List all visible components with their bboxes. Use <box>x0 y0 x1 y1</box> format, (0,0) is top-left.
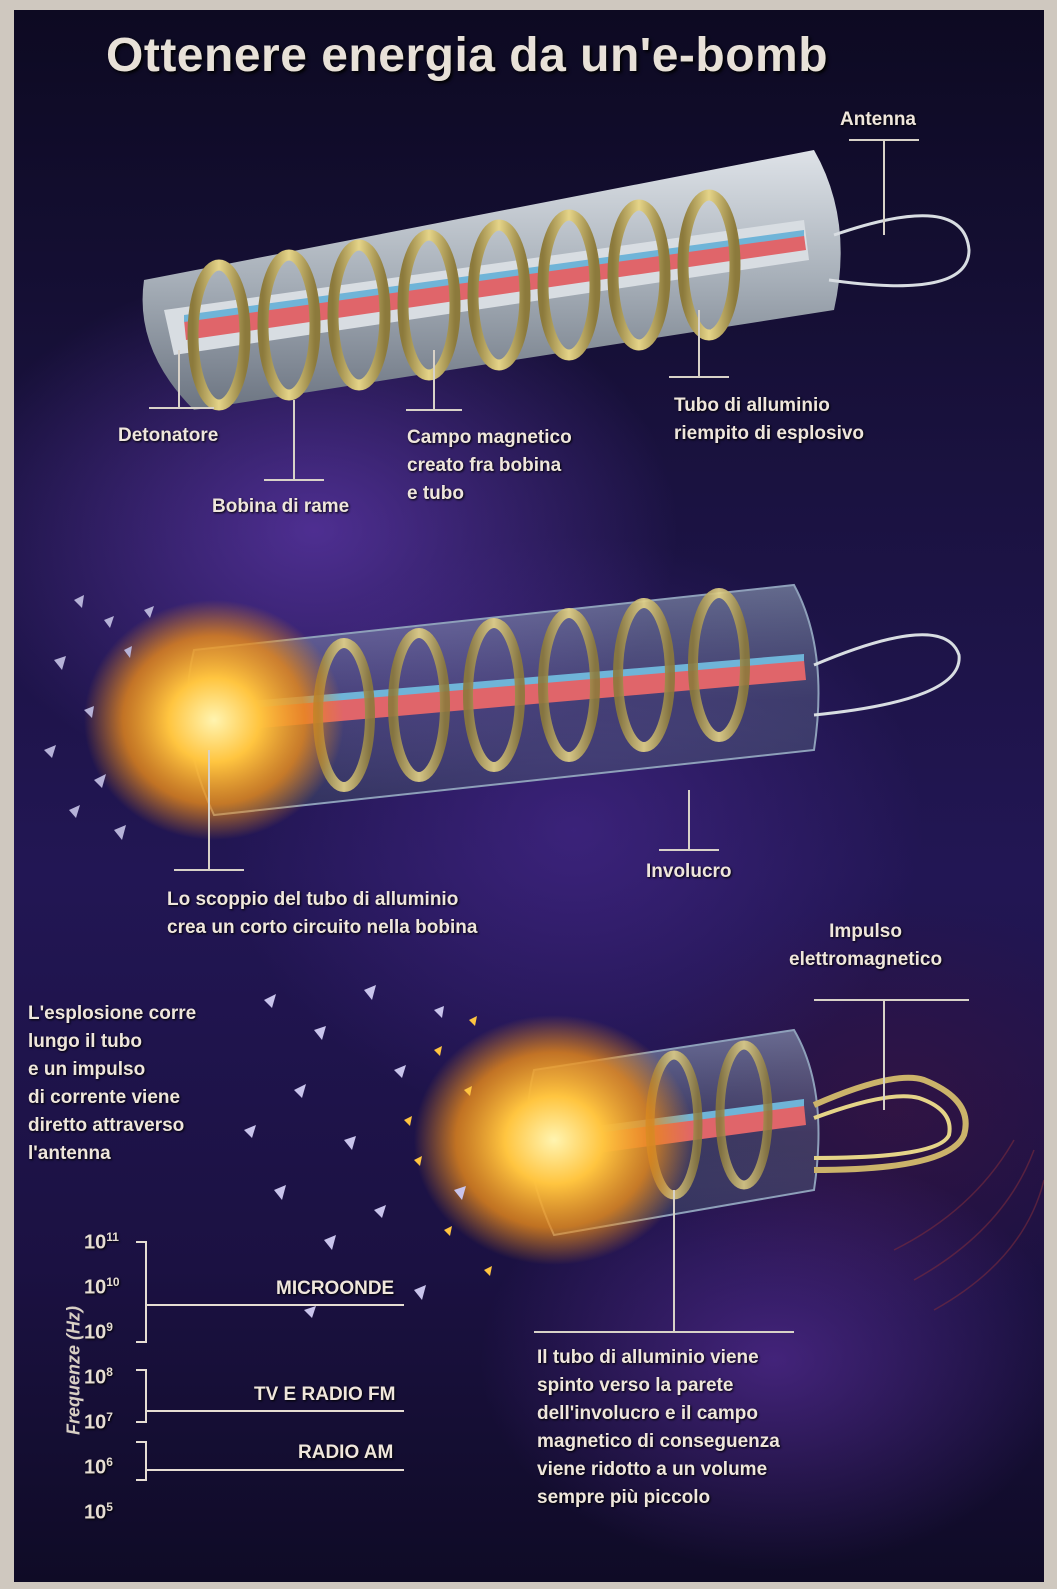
label-tubo-spinto: Il tubo di alluminio viene spinto verso … <box>537 1344 780 1512</box>
label-antenna: Antenna <box>840 106 916 134</box>
tick-1e11: 1011 <box>84 1230 119 1255</box>
page-title: Ottenere energia da un'e-bomb <box>106 28 828 83</box>
label-bobina: Bobina di rame <box>212 493 349 521</box>
label-tubo-alluminio: Tubo di alluminio riempito di esplosivo <box>674 392 864 448</box>
label-scoppio: Lo scoppio del tubo di alluminio crea un… <box>167 886 477 942</box>
label-campo-magnetico: Campo magnetico creato fra bobina e tubo <box>407 424 572 508</box>
label-impulso: Impulso elettromagnetico <box>789 918 942 974</box>
e-bomb-illustration <box>14 10 1044 1582</box>
label-involucro: Involucro <box>646 858 732 886</box>
label-detonatore: Detonatore <box>118 422 218 450</box>
band-tv-radio-fm: TV E RADIO FM <box>254 1384 395 1406</box>
label-esplosione: L'esplosione corre lungo il tubo e un im… <box>28 1000 196 1168</box>
infographic-panel: Ottenere energia da un'e-bomb Antenna De… <box>14 10 1044 1582</box>
band-radio-am: RADIO AM <box>298 1442 393 1464</box>
tick-1e9: 109 <box>84 1320 113 1345</box>
band-microonde: MICROONDE <box>276 1278 394 1300</box>
frequency-axis-label: Frequenze (Hz) <box>64 1291 85 1451</box>
tick-1e10: 1010 <box>84 1275 120 1300</box>
e-bomb-stage-2 <box>44 585 959 870</box>
tick-1e5: 105 <box>84 1500 113 1525</box>
tick-1e7: 107 <box>84 1410 113 1435</box>
tick-1e8: 108 <box>84 1365 113 1390</box>
tick-1e6: 106 <box>84 1455 113 1480</box>
